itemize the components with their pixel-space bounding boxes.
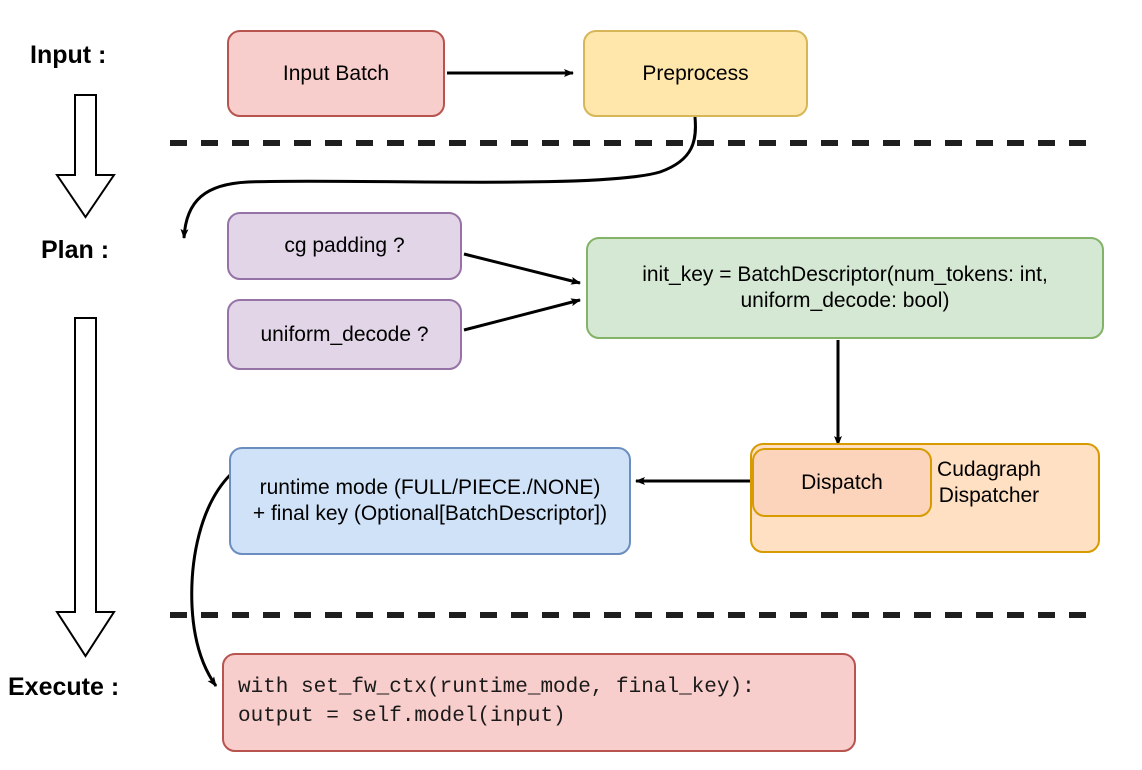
node-dispatch[interactable]: Dispatch xyxy=(752,448,932,517)
node-input-batch[interactable]: Input Batch xyxy=(227,30,445,117)
node-cudagraph-dispatcher-label: Cudagraph Dispatcher xyxy=(937,458,1041,507)
node-preprocess[interactable]: Preprocess xyxy=(583,30,808,117)
node-cg-padding-label: cg padding ? xyxy=(284,234,405,258)
node-uniform-decode[interactable]: uniform_decode ? xyxy=(227,299,462,370)
node-execute-code-label: with set_fw_ctx(runtime_mode, final_key)… xyxy=(238,676,755,728)
edge-runtime-mode-to-execute-code xyxy=(190,472,233,687)
node-runtime-mode-label: runtime mode (FULL/PIECE./NONE) + final … xyxy=(252,476,608,525)
node-input-batch-label: Input Batch xyxy=(282,61,390,85)
node-dispatch-label: Dispatch xyxy=(801,470,883,494)
edge-preprocess-to-cg-padding xyxy=(180,116,697,239)
node-uniform-decode-label: uniform_decode ? xyxy=(260,322,429,346)
node-preprocess-label: Preprocess xyxy=(642,61,749,85)
flow-arrow-plan-to-execute xyxy=(55,317,116,658)
flow-arrow-input-to-plan xyxy=(55,94,116,219)
edge-uniform-decode-to-init-key xyxy=(463,298,581,332)
node-runtime-mode[interactable]: runtime mode (FULL/PIECE./NONE) + final … xyxy=(229,447,631,555)
node-init-key-label: init_key = BatchDescriptor(num_tokens: i… xyxy=(642,263,1048,312)
stage-label-execute: Execute : xyxy=(8,673,120,701)
node-init-key[interactable]: init_key = BatchDescriptor(num_tokens: i… xyxy=(586,237,1104,339)
stage-label-input: Input : xyxy=(30,41,107,69)
stage-label-plan: Plan : xyxy=(41,236,110,264)
node-execute-code[interactable]: with set_fw_ctx(runtime_mode, final_key)… xyxy=(222,653,856,752)
node-cg-padding[interactable]: cg padding ? xyxy=(227,212,462,280)
edge-cg-padding-to-init-key xyxy=(463,252,581,285)
